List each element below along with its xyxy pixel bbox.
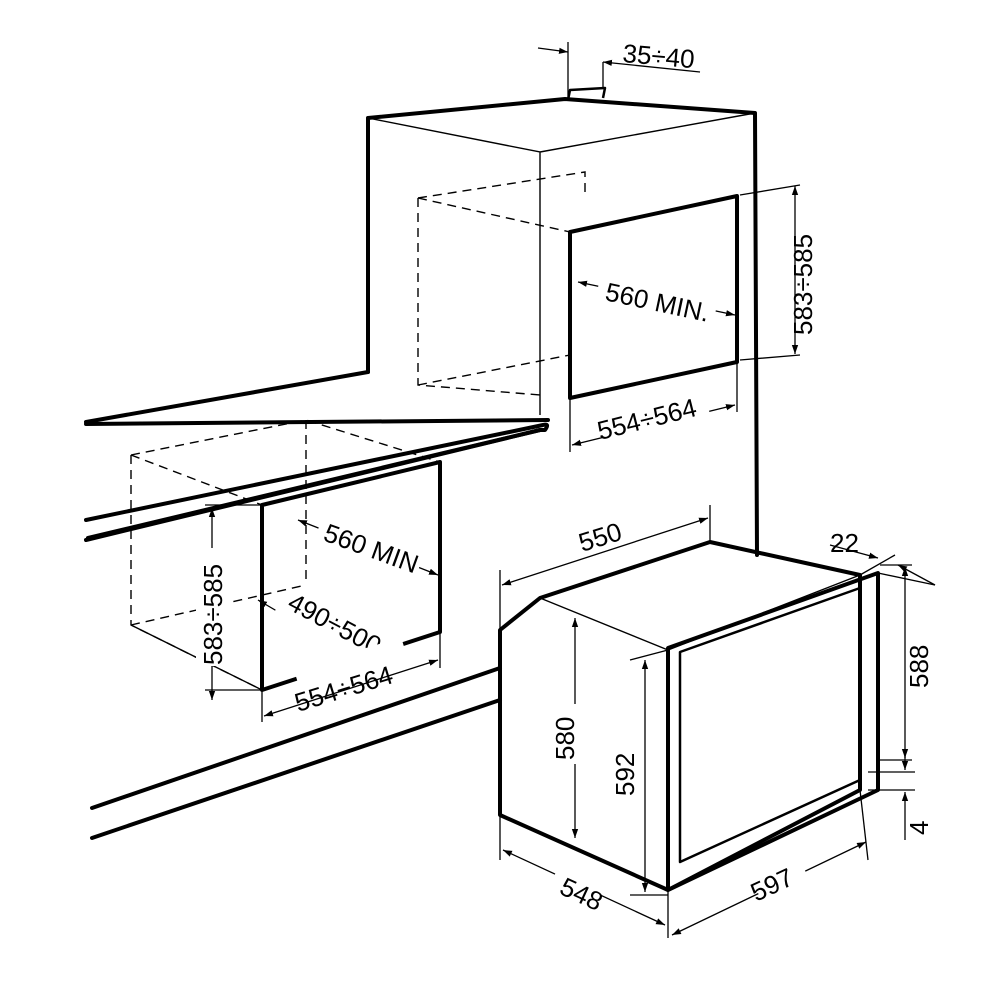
label-lower-height: 583÷585 (198, 564, 228, 665)
label-oven-body-height: 580 (550, 717, 580, 760)
oven-door (666, 571, 880, 892)
label-oven-door-height: 588 (904, 645, 934, 688)
label-oven-door-depth: 22 (830, 528, 859, 558)
label-oven-front-height: 592 (610, 753, 640, 796)
upper-recess-hidden-lines (417, 171, 586, 396)
tall-cabinet (366, 86, 759, 557)
label-oven-top-depth: 550 (575, 516, 625, 557)
label-oven-bottom-offset: 4 (904, 821, 934, 835)
worktop (84, 370, 550, 542)
oven (498, 540, 880, 892)
dimension-labels: 35÷40 583÷585 560 MIN. 554÷564 583÷585 5… (196, 38, 934, 921)
label-upper-height: 583÷585 (788, 234, 818, 335)
label-gap-top: 35÷40 (621, 38, 695, 74)
dimension-lines (205, 42, 936, 938)
